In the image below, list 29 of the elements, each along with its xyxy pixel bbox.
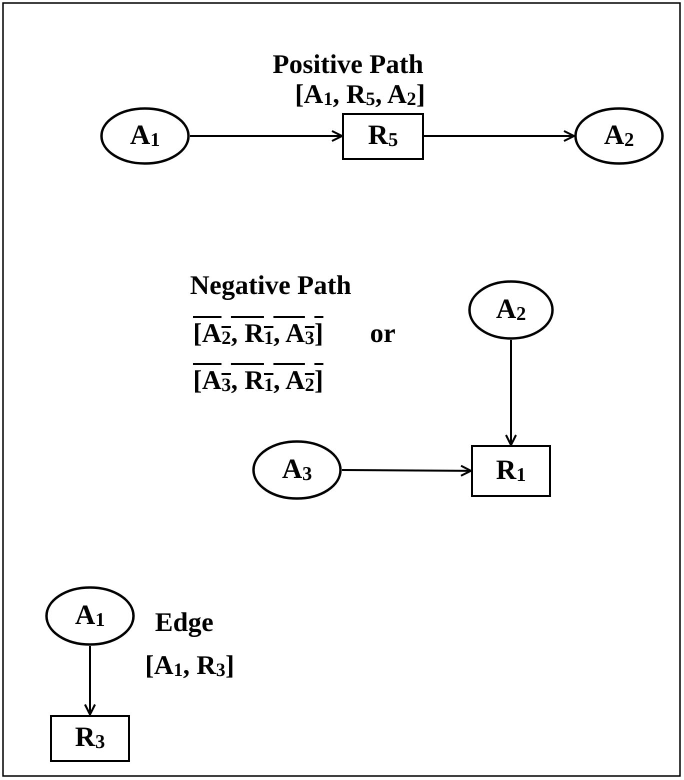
rect-node <box>342 112 424 160</box>
rect-node <box>50 714 130 762</box>
node-label: A$_{3}$ <box>282 454 312 486</box>
rect-node <box>471 445 551 497</box>
node-label: A$_{2}$ <box>496 294 526 326</box>
ellipse-node <box>252 440 342 500</box>
node-label: R$_{1}$ <box>496 455 526 487</box>
node-label: R$_{3}$ <box>74 722 106 754</box>
node-label: A$_{1}$ <box>74 600 106 632</box>
arrow <box>424 130 575 142</box>
arrow <box>342 464 472 477</box>
path-notation: [A$_{3}$, R$_{1}$, A$_{2}$] <box>193 366 324 397</box>
ellipse-node <box>468 280 554 340</box>
node-label: R$_{5}$ <box>368 120 398 152</box>
arrow <box>84 646 96 716</box>
path-notation: [A$_{1}$, R$_{5}$, A$_{2}$] <box>294 80 426 111</box>
ellipse-node <box>100 107 190 165</box>
path-notation: [A$_{2}$, R$_{1}$, A$_{3}$] <box>193 319 324 350</box>
ellipse-node <box>45 586 135 646</box>
heading-text: Negative Path <box>190 271 352 301</box>
heading-text: Edge <box>155 608 214 638</box>
arrow <box>505 340 517 446</box>
ellipse-node <box>574 107 664 165</box>
path-notation: or <box>370 319 396 349</box>
arrow <box>190 130 343 142</box>
node-label: A$_{2}$ <box>604 120 634 152</box>
heading-text: Positive Path <box>272 50 424 80</box>
path-notation: [A$_{1}$, R$_{3}$] <box>145 651 234 682</box>
node-label: A$_{1}$ <box>130 120 160 152</box>
